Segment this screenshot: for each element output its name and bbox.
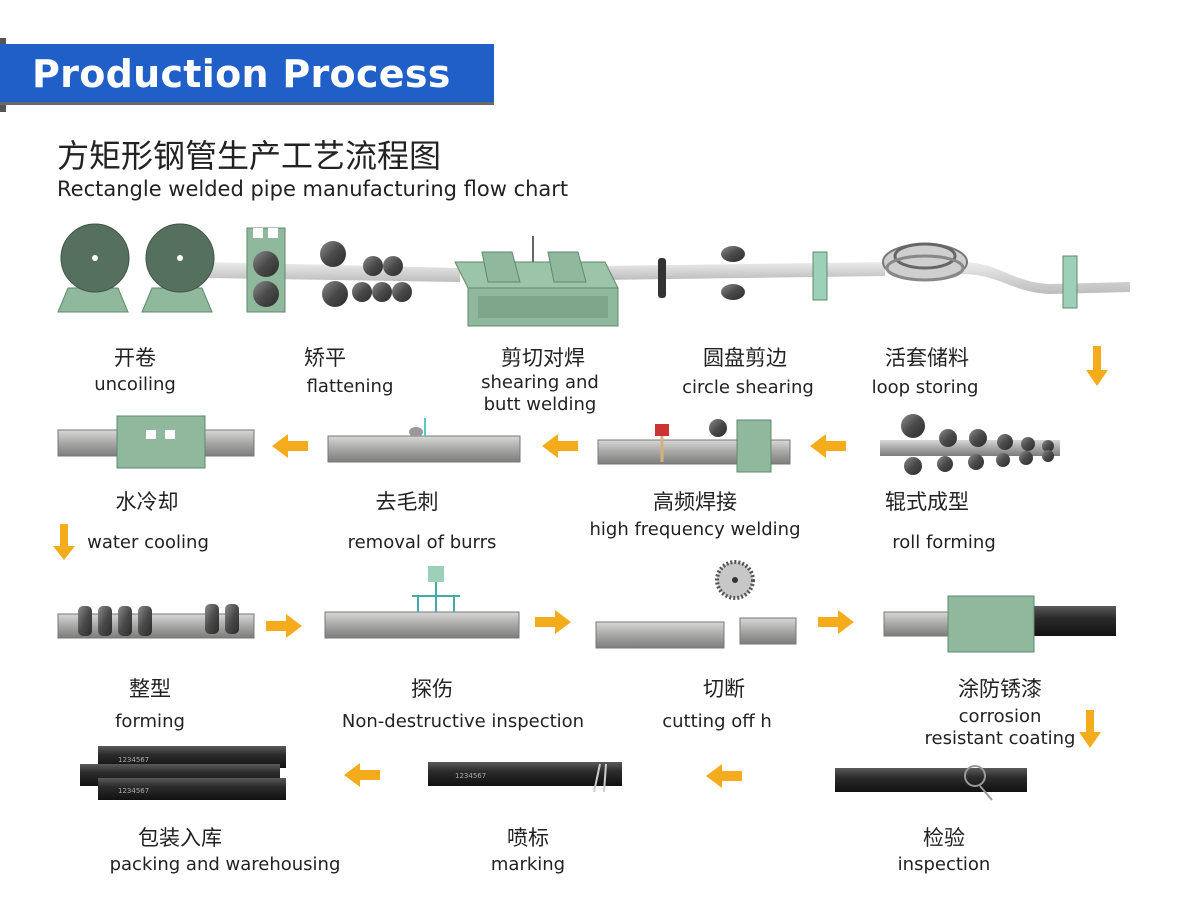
- arrow-right: [818, 610, 854, 634]
- step-ndt-en: Non-destructive inspection: [341, 711, 585, 732]
- water-cooling-machine: [57, 415, 255, 469]
- arrow-left: [810, 434, 846, 458]
- flow-arrows: [53, 346, 1108, 788]
- step-loop-storing-cn: 活套储料: [885, 346, 969, 370]
- roll-forming-machine: [880, 414, 1060, 475]
- step-flattening-en: flattening: [306, 376, 394, 397]
- arrow-right: [535, 610, 571, 634]
- arrow-left: [706, 764, 742, 788]
- inspection-station: [835, 765, 1027, 801]
- step-forming-cn: 整型: [129, 677, 171, 701]
- arrow-down: [53, 524, 75, 560]
- step-marking-cn: 喷标: [507, 826, 549, 850]
- title-banner: [0, 44, 494, 105]
- step-flattening-cn: 矫平: [304, 346, 346, 370]
- step-coating-en: corrosion resistant coating: [924, 706, 1076, 749]
- step-burr-removal-en: removal of burrs: [347, 532, 497, 553]
- step-water-cooling-cn: 水冷却: [115, 490, 179, 514]
- shear-welding-machine: [454, 236, 619, 327]
- arrow-down: [1086, 346, 1108, 386]
- step-cutting-en: cutting off h: [662, 711, 772, 732]
- hf-welding-machine: [597, 419, 791, 473]
- step-coating-cn: 涂防锈漆: [958, 677, 1042, 701]
- step-circle-shearing-cn: 圆盘剪边: [703, 346, 787, 370]
- step-inspection-cn: 检验: [923, 826, 965, 850]
- cutting-machine: [595, 560, 797, 649]
- step-shearing-en: shearing and butt welding: [481, 372, 599, 415]
- arrow-left: [272, 434, 308, 458]
- step-uncoiling-cn: 开卷: [114, 346, 156, 370]
- step-shearing-cn: 剪切对焊: [501, 346, 585, 370]
- steel-strip-segment: [960, 262, 1130, 294]
- steel-strip-segment: [600, 262, 885, 280]
- chart-title-english: Rectangle welded pipe manufacturing flow…: [57, 177, 569, 201]
- step-inspection-en: inspection: [897, 854, 991, 875]
- loop-storage-machine: [882, 242, 1078, 309]
- step-uncoiling-en: uncoiling: [94, 374, 176, 395]
- pipe-marking-text: 1234567: [118, 756, 149, 764]
- step-packing-cn: 包装入库: [138, 826, 222, 850]
- burr-removal-machine: [327, 418, 521, 463]
- step-water-cooling-en: water cooling: [87, 532, 209, 553]
- pipe-marking-text: 1234567: [118, 787, 149, 795]
- step-circle-shearing-en: circle shearing: [682, 377, 814, 398]
- step-loop-storing-en: loop storing: [871, 377, 979, 398]
- flattening-machine: [246, 227, 412, 313]
- pipe-marking-text: 1234567: [455, 772, 486, 780]
- step-forming-en: forming: [115, 711, 185, 732]
- arrow-left: [542, 434, 578, 458]
- step-packing-en: packing and warehousing: [109, 854, 341, 875]
- banner-title: Production Process: [32, 52, 451, 96]
- ndt-inspection-machine: [324, 566, 520, 639]
- step-hf-welding-en: high frequency welding: [589, 519, 801, 540]
- step-ndt-cn: 探伤: [411, 677, 453, 701]
- arrow-right: [266, 614, 302, 638]
- uncoiler-machine: [57, 223, 215, 313]
- packing-station: 1234567 1234567: [80, 746, 286, 800]
- step-roll-forming-en: roll forming: [892, 532, 996, 553]
- circle-shearing-machine: [658, 246, 828, 301]
- step-marking-en: marking: [490, 854, 566, 875]
- coating-machine: [883, 595, 1116, 653]
- marking-station: 1234567: [428, 762, 622, 793]
- step-burr-removal-cn: 去毛刺: [375, 490, 439, 514]
- step-roll-forming-cn: 辊式成型: [885, 490, 969, 514]
- arrow-left: [344, 763, 380, 787]
- step-cutting-cn: 切断: [703, 677, 745, 701]
- forming-machine: [57, 604, 255, 639]
- chart-title-chinese: 方矩形钢管生产工艺流程图: [57, 137, 442, 175]
- step-hf-welding-cn: 高频焊接: [653, 490, 737, 514]
- arrow-down: [1079, 710, 1101, 748]
